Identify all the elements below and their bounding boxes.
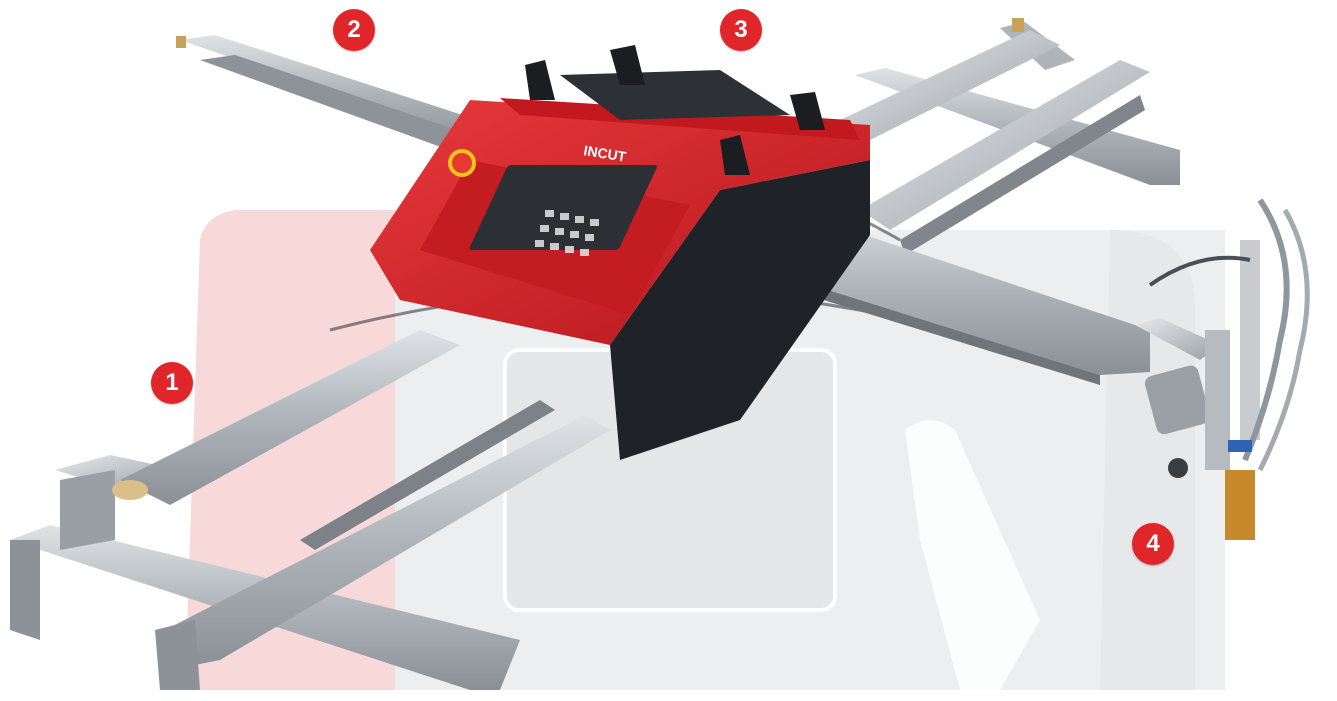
callout-2: 2	[333, 9, 375, 51]
callout-1: 1	[151, 362, 193, 404]
control-unit: INCUT	[370, 45, 870, 460]
callout-3: 3	[720, 9, 762, 51]
torch-assembly	[1135, 198, 1310, 540]
brand-label: INCUT	[583, 142, 628, 165]
frame-right	[840, 18, 1180, 255]
rail-front-left	[10, 330, 610, 690]
callout-4: 4	[1132, 523, 1174, 565]
keypad	[535, 210, 599, 256]
